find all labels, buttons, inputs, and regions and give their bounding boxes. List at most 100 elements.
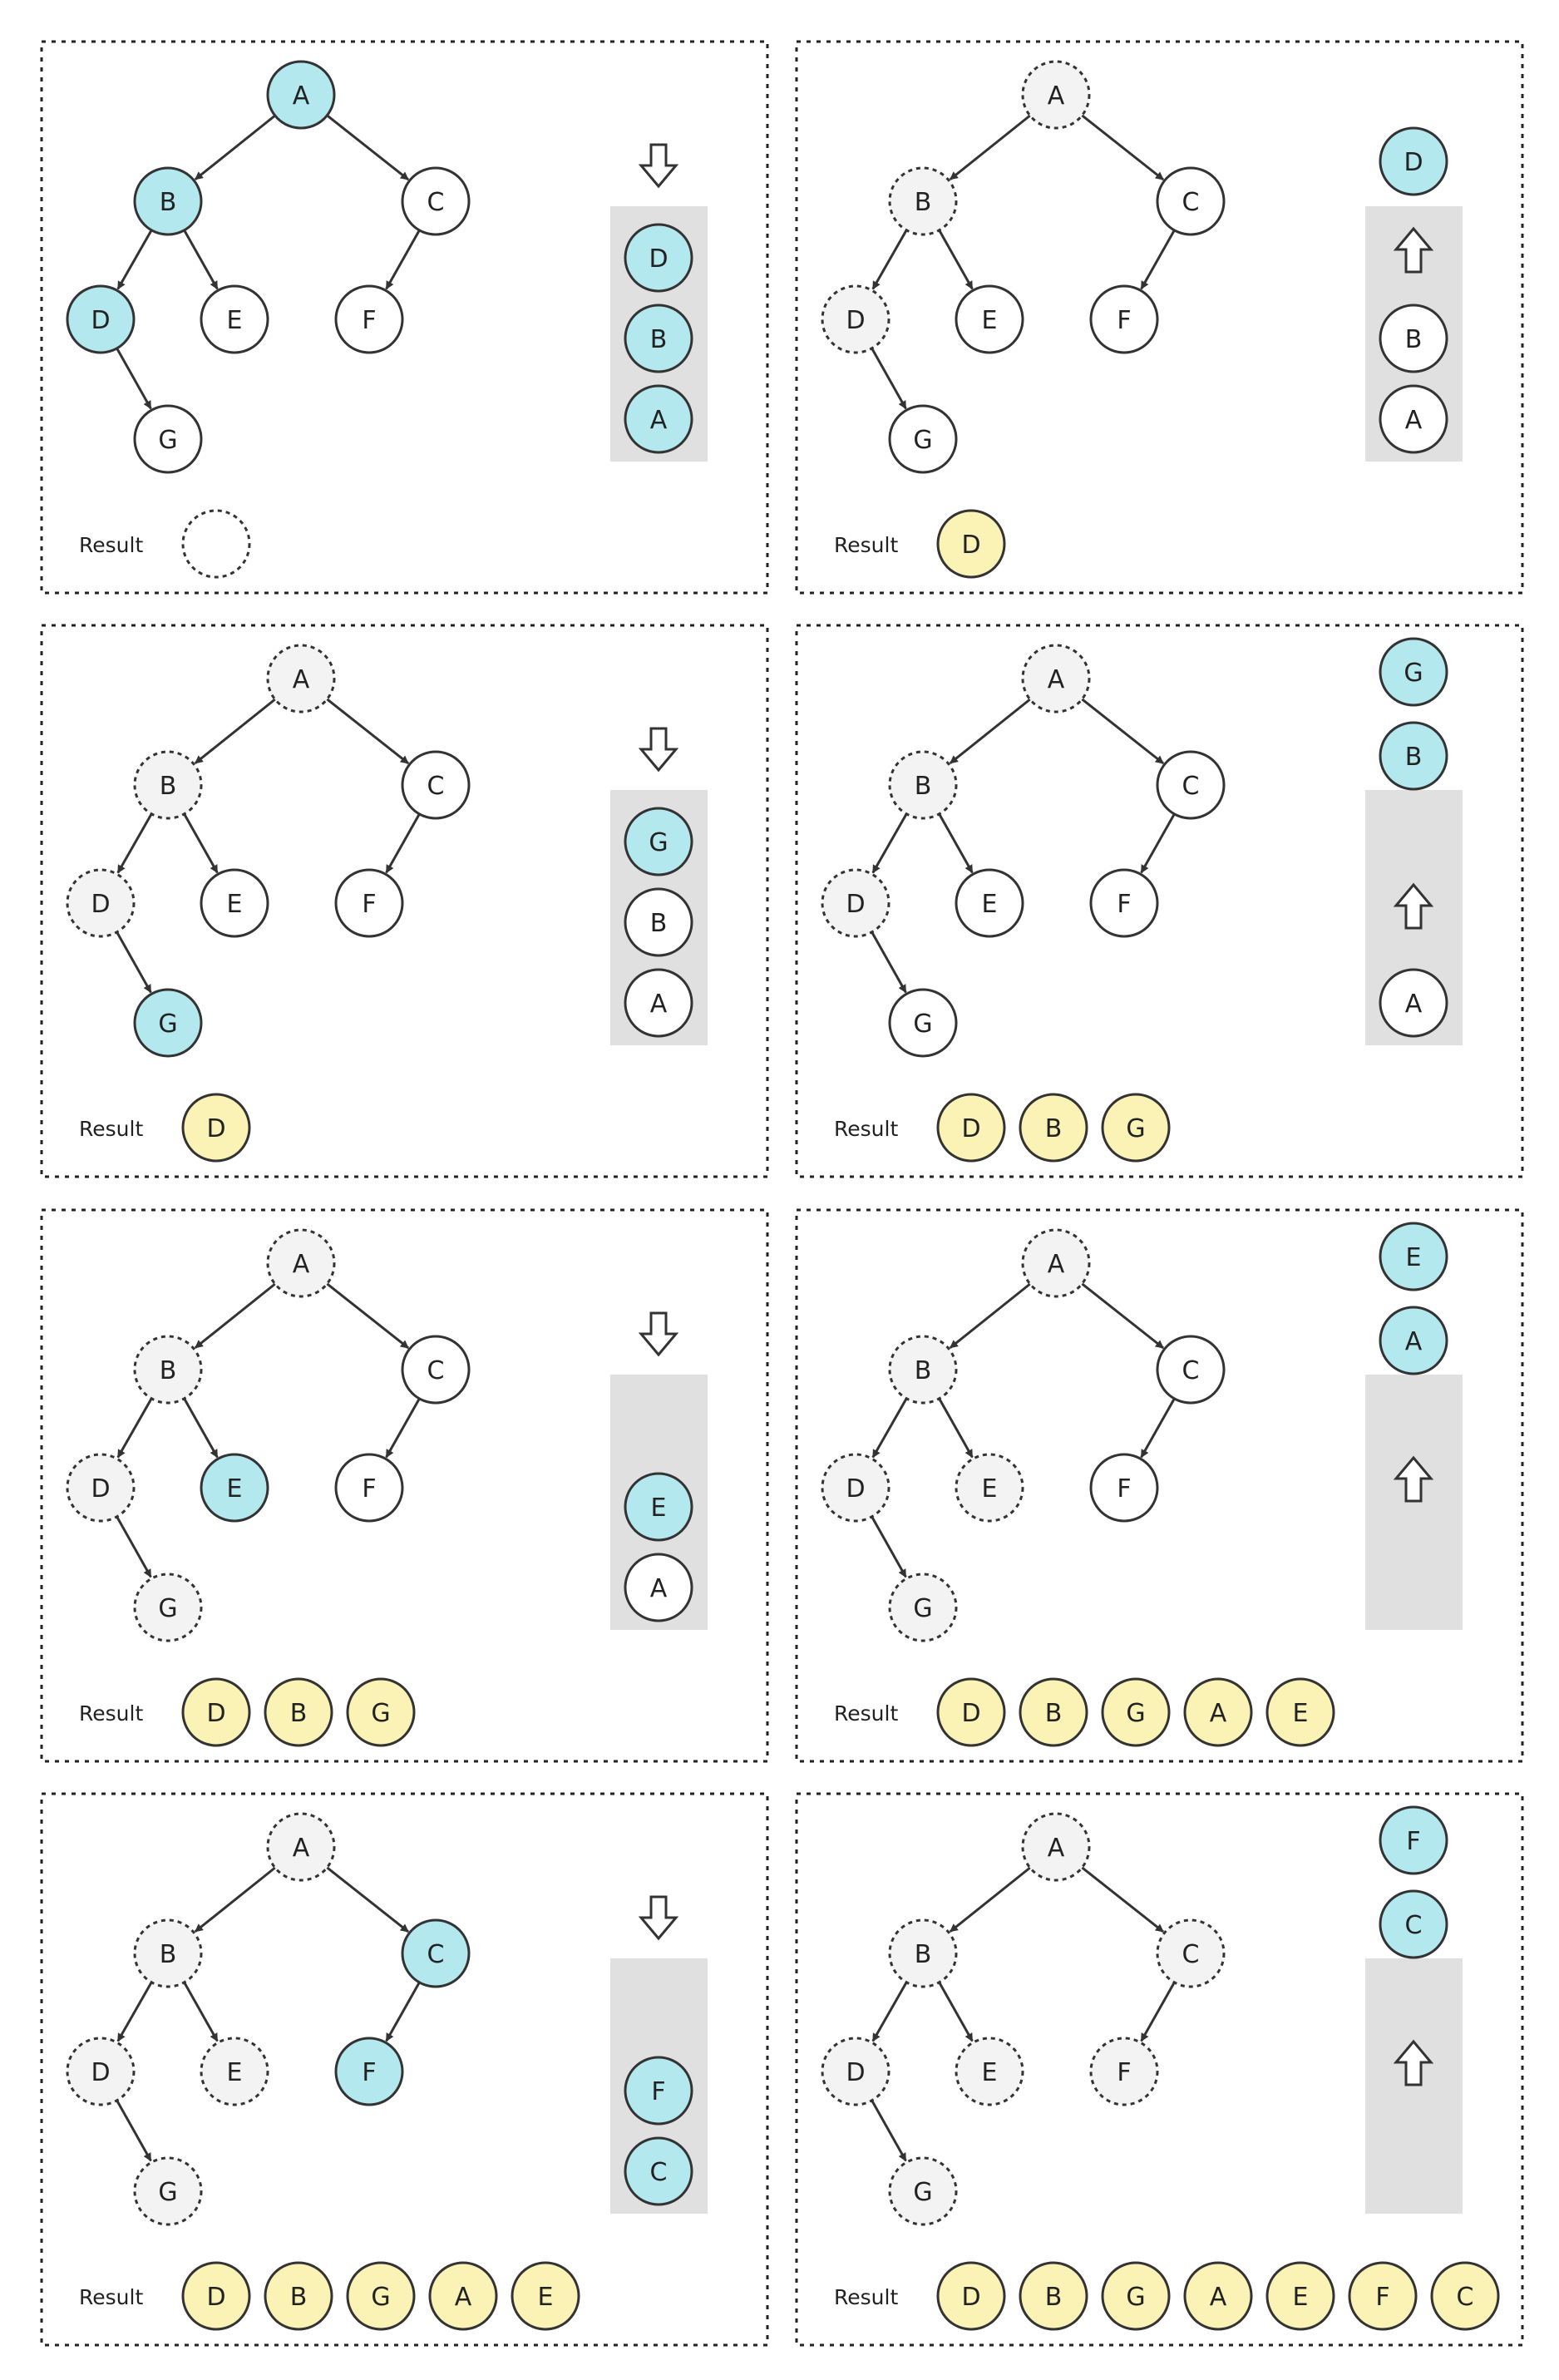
result-empty-slot	[181, 509, 251, 579]
result-item-E-label: E	[1293, 1699, 1309, 1728]
result-label: Result	[79, 2285, 143, 2309]
pop-arrow-icon	[1393, 226, 1434, 274]
tree-node-E-circle	[955, 868, 1024, 938]
result-item-D: D	[181, 1677, 251, 1747]
tree-node-C-label: C	[1182, 1356, 1200, 1385]
tree-edge-B-D	[871, 813, 908, 874]
tree-node-F-circle	[334, 284, 404, 354]
stack-item-B: B	[624, 887, 693, 957]
popped-item-C-circle	[1379, 1889, 1448, 1959]
tree-node-A-label: A	[293, 81, 310, 111]
tree-node-A-label: A	[1048, 1250, 1065, 1279]
tree-node-E-circle	[955, 1453, 1024, 1523]
popped-item-D-circle	[1379, 126, 1448, 196]
tree-node-E: E	[955, 284, 1024, 354]
tree-node-G-circle	[888, 2156, 958, 2226]
result-item-A: A	[428, 2261, 498, 2331]
tree-node-D-label: D	[846, 306, 865, 335]
result-item-F: F	[1348, 2261, 1418, 2331]
tree-node-G: G	[133, 2156, 203, 2226]
tree-edge-C-F	[385, 813, 421, 874]
tree-node-E-circle	[200, 1453, 269, 1523]
result-item-D: D	[181, 1093, 251, 1163]
popped-item-C: C	[1379, 1889, 1448, 1959]
tree-node-C-circle	[1156, 1918, 1226, 1988]
tree-node-C-label: C	[427, 1356, 445, 1385]
tree-node-D-label: D	[91, 890, 110, 919]
tree-node-C-label: C	[1182, 772, 1200, 801]
tree-node-F-label: F	[1117, 306, 1131, 335]
tree-node-A-label: A	[1048, 1834, 1065, 1863]
tree-node-G-circle	[133, 2156, 203, 2226]
popped-item-F-circle	[1379, 1805, 1448, 1875]
result-item-A-label: A	[455, 2283, 472, 2312]
tree-edge-A-C	[326, 1866, 409, 1933]
result-item-B: B	[1019, 1677, 1088, 1747]
tree-node-B-label: B	[160, 188, 177, 217]
tree-node-A-label: A	[1048, 665, 1065, 694]
result-item-D-circle	[936, 509, 1006, 579]
tree-node-A-circle	[1021, 60, 1091, 130]
tree-edge-A-B	[194, 1866, 276, 1933]
popped-item-D: D	[1379, 126, 1448, 196]
push-arrow-icon	[638, 1311, 679, 1357]
push-arrow-icon	[638, 143, 679, 189]
tree-node-B-label: B	[160, 1356, 177, 1385]
popped-item-E: E	[1379, 1222, 1448, 1291]
tree-node-A-circle	[1021, 644, 1091, 714]
tree-node-C-circle	[401, 1918, 471, 1988]
result-item-B-label: B	[290, 2283, 308, 2312]
popped-item-G: G	[1379, 637, 1448, 707]
tree-node-F-label: F	[1117, 2058, 1131, 2087]
tree-node-D-circle	[66, 284, 136, 354]
stack-item-A-circle	[624, 384, 693, 454]
result-item-B: B	[1019, 2261, 1088, 2331]
tree-node-D: D	[66, 868, 136, 938]
tree-node-E: E	[955, 868, 1024, 938]
tree-edge-B-E	[183, 1982, 219, 2042]
tree-node-E-circle	[200, 284, 269, 354]
tree-node-F: F	[334, 868, 404, 938]
popped-item-G-circle	[1379, 637, 1448, 707]
tree-edge-C-F	[1140, 230, 1176, 290]
tree-node-E: E	[955, 1453, 1024, 1523]
stack-item-B-label: B	[650, 325, 668, 354]
tree-node-B-label: B	[915, 1940, 932, 1969]
tree-node-A: A	[1021, 1228, 1091, 1298]
tree-node-C-circle	[1156, 1335, 1226, 1405]
tree-node-F: F	[1089, 284, 1159, 354]
tree-edge-B-D	[116, 230, 153, 290]
tree-node-B: B	[888, 1918, 958, 1988]
tree-node-C: C	[401, 1335, 471, 1405]
result-item-D-label: D	[206, 1699, 225, 1728]
pop-arrow-icon	[1393, 882, 1434, 930]
tree-edge-B-E	[938, 813, 974, 874]
result-item-B-label: B	[1045, 1699, 1063, 1728]
tree-node-B: B	[133, 166, 203, 236]
tree-node-F-circle	[334, 868, 404, 938]
tree-node-D-circle	[66, 2037, 136, 2106]
result-item-G: G	[1101, 1093, 1171, 1163]
tree-edge-A-B	[194, 698, 276, 764]
stack-item-A: A	[1379, 968, 1448, 1038]
panel-border	[40, 40, 769, 595]
tree-node-C-circle	[1156, 166, 1226, 236]
result-item-D-label: D	[961, 1699, 980, 1728]
result-item-G-circle	[346, 1677, 416, 1747]
tree-node-G: G	[133, 404, 203, 474]
tree-node-D-label: D	[91, 306, 110, 335]
tree-node-A: A	[1021, 60, 1091, 130]
popped-item-A: A	[1379, 1306, 1448, 1375]
result-item-E: E	[1265, 2261, 1335, 2331]
popped-item-A-label: A	[1405, 1327, 1423, 1356]
tree-node-E-circle	[955, 2037, 1024, 2106]
tree-node-D: D	[821, 2037, 891, 2106]
stack-item-A-circle	[624, 968, 693, 1038]
tree-edge-A-B	[949, 1282, 1031, 1349]
tree-node-B: B	[888, 750, 958, 820]
popped-item-G-label: G	[1404, 659, 1423, 688]
result-item-A-circle	[1183, 1677, 1253, 1747]
result-item-B-label: B	[1045, 2283, 1063, 2312]
